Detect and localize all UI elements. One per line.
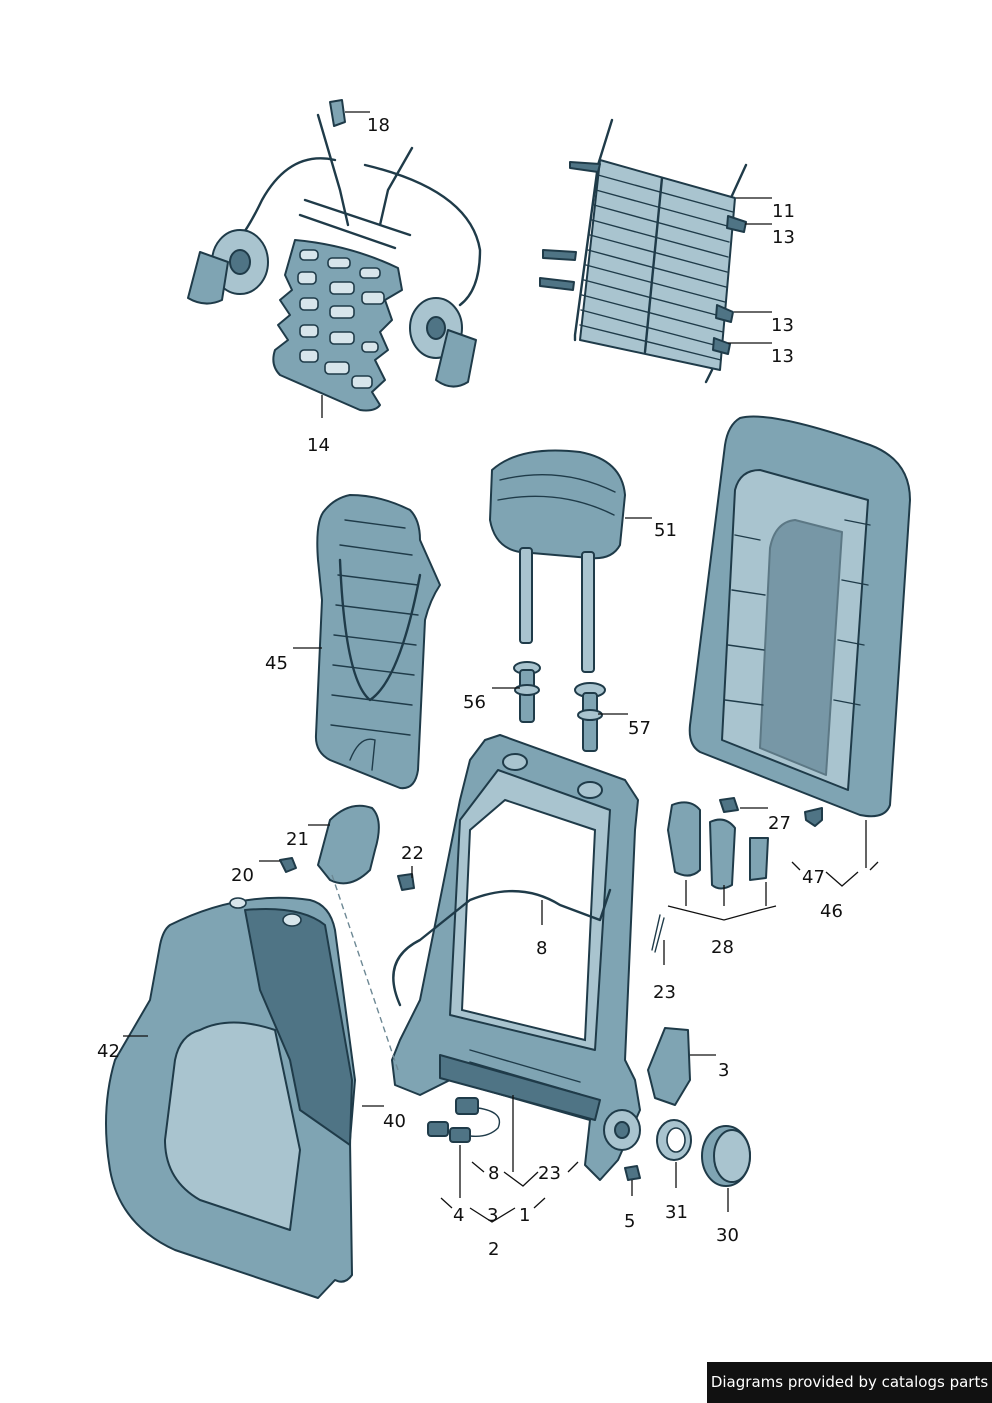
credit-banner: Diagrams provided by catalogs parts <box>707 1362 992 1403</box>
callout-13: 13 <box>772 227 795 248</box>
callout-13: 13 <box>771 346 794 367</box>
callout-8: 8 <box>488 1163 499 1184</box>
callout-31: 31 <box>665 1202 688 1223</box>
callout-20: 20 <box>231 865 254 886</box>
small-parts <box>279 797 769 1187</box>
callout-5: 5 <box>624 1211 635 1232</box>
callout-51: 51 <box>654 520 677 541</box>
callout-2: 2 <box>488 1239 499 1260</box>
callout-11: 11 <box>772 201 795 222</box>
backrest-foam-pad <box>314 494 441 790</box>
callout-3: 3 <box>718 1060 729 1081</box>
backrest-trim-cover <box>105 896 356 1299</box>
callout-27: 27 <box>768 813 791 834</box>
lumbar-support-assembly <box>187 99 482 412</box>
assembly-dashed-line <box>331 874 399 1071</box>
callout-21: 21 <box>286 829 309 850</box>
callout-30: 30 <box>716 1225 739 1246</box>
callout-8: 8 <box>536 938 547 959</box>
callout-labels: 18 11 13 13 13 14 51 45 56 57 27 21 22 2… <box>97 115 843 1260</box>
headrest <box>489 449 626 752</box>
callout-47: 47 <box>802 867 825 888</box>
backrest-spring-mat <box>539 118 748 384</box>
callout-46: 46 <box>820 901 843 922</box>
backrest-frame <box>391 734 641 1181</box>
callout-18: 18 <box>367 115 390 136</box>
callout-40: 40 <box>383 1111 406 1132</box>
callout-3: 3 <box>487 1205 498 1226</box>
leader-lines <box>123 111 879 1223</box>
callout-28: 28 <box>711 937 734 958</box>
callout-42: 42 <box>97 1041 120 1062</box>
callout-56: 56 <box>463 692 486 713</box>
callout-4: 4 <box>453 1205 464 1226</box>
callout-23: 23 <box>653 982 676 1003</box>
callout-13: 13 <box>771 315 794 336</box>
callout-23: 23 <box>538 1163 561 1184</box>
callout-57: 57 <box>628 718 651 739</box>
callout-14: 14 <box>307 435 330 456</box>
backrest-back-panel <box>688 415 911 827</box>
callout-22: 22 <box>401 843 424 864</box>
callout-45: 45 <box>265 653 288 674</box>
callout-1: 1 <box>519 1205 530 1226</box>
